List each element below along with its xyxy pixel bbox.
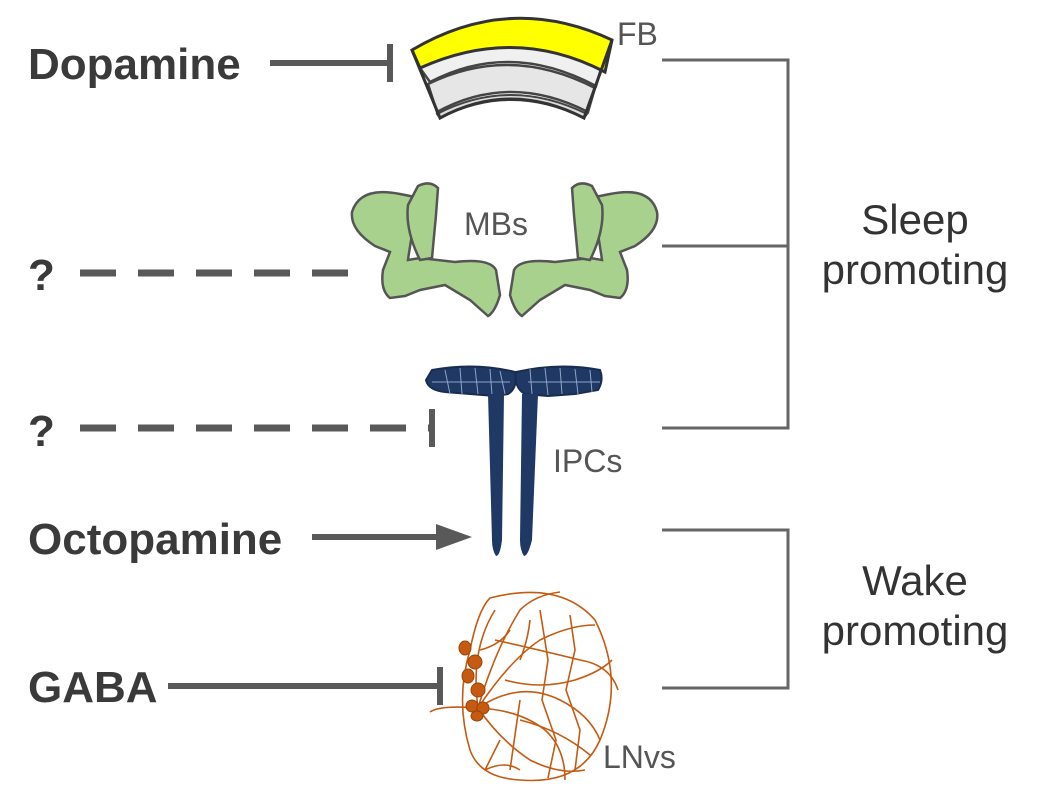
ipc-icon bbox=[424, 365, 603, 556]
sleep-label-line2: promoting bbox=[821, 246, 1009, 294]
sleep-label-line1: Sleep bbox=[861, 196, 969, 243]
dopamine-inhibition-arrow bbox=[270, 44, 393, 82]
mb-icon bbox=[350, 182, 659, 318]
lnvs-label: LNvs bbox=[603, 739, 676, 775]
unknown-mb-input-label: ? bbox=[28, 251, 55, 300]
wake-promoting-bracket bbox=[662, 528, 790, 690]
octopamine-label: Octopamine bbox=[28, 515, 283, 564]
lnv-icon bbox=[429, 591, 619, 782]
fb-label: FB bbox=[617, 16, 658, 52]
sleep-promoting-label: Sleep promoting bbox=[800, 195, 1030, 296]
dopamine-label: Dopamine bbox=[28, 40, 241, 89]
fb-icon bbox=[410, 16, 614, 121]
lnv-cell-bodies-icon bbox=[458, 640, 490, 722]
sleep-promoting-bracket bbox=[662, 58, 790, 430]
wake-label-line1: Wake bbox=[862, 557, 968, 604]
mbs-label: MBs bbox=[464, 206, 528, 242]
unknown-ipc-input-label: ? bbox=[28, 407, 55, 456]
octopamine-activation-arrow bbox=[312, 524, 472, 550]
wake-promoting-label: Wake promoting bbox=[800, 556, 1030, 657]
gaba-inhibition-arrow bbox=[168, 667, 443, 705]
wake-label-line2: promoting bbox=[821, 607, 1009, 655]
gaba-label: GABA bbox=[28, 663, 158, 712]
ipcs-label: IPCs bbox=[553, 443, 623, 479]
ipc-unknown-dashed-inhibition bbox=[80, 409, 435, 447]
